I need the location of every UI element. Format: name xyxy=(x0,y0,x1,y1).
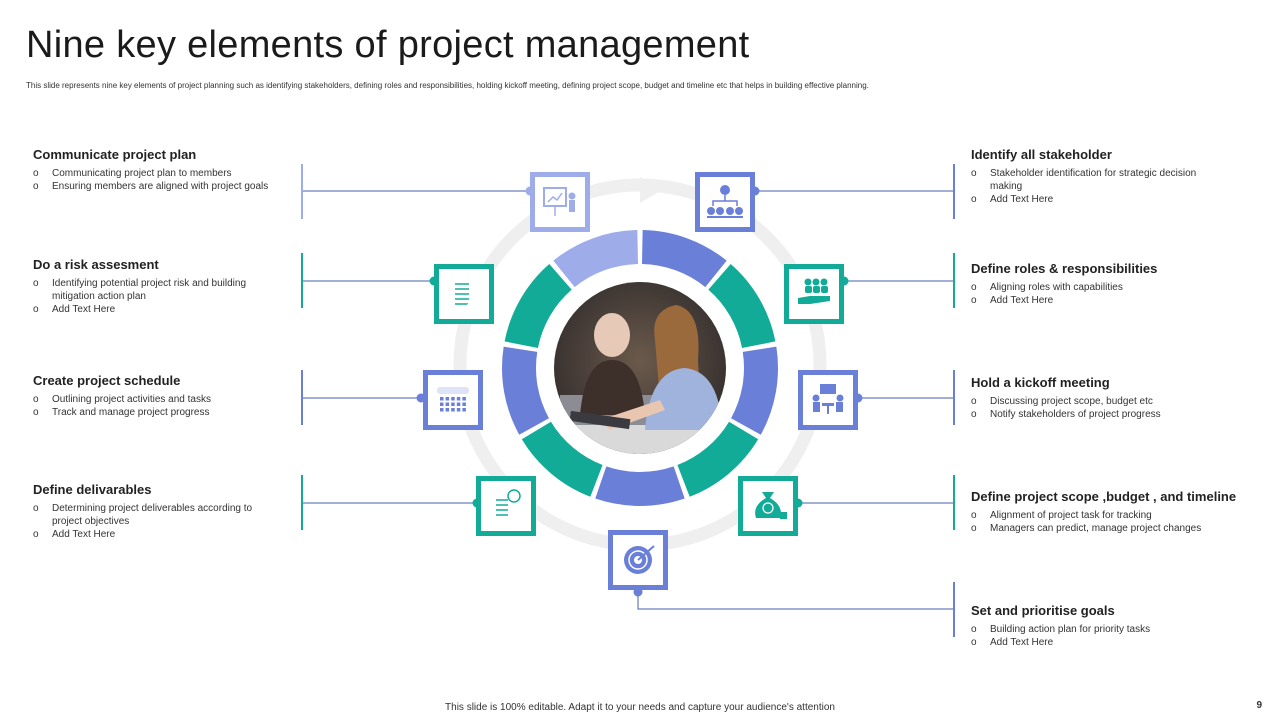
right-bar-4 xyxy=(953,475,955,530)
block-goals: Set and prioritise goals Building action… xyxy=(971,603,1251,649)
bullet: Alignment of project task for tracking xyxy=(971,509,1266,522)
donut-segments xyxy=(501,230,779,507)
left-bar-3 xyxy=(301,370,303,425)
bullet: Aligning roles with capabilities xyxy=(971,281,1251,294)
bullet: Add Text Here xyxy=(33,528,283,541)
right-bar-3 xyxy=(953,370,955,425)
slide-title: Nine key elements of project management xyxy=(26,24,750,66)
block-risk-assessment: Do a risk assesment Identifying potentia… xyxy=(33,257,268,316)
donut-segment xyxy=(504,264,572,348)
block-title: Identify all stakeholder xyxy=(971,147,1112,162)
left-bar-2 xyxy=(301,253,303,308)
block-title: Define roles & responsibilities xyxy=(971,261,1158,276)
block-stakeholder: Identify all stakeholder Stakeholder ide… xyxy=(971,147,1201,206)
left-bar-4 xyxy=(301,475,303,530)
block-project-schedule: Create project schedule Outlining projec… xyxy=(33,373,283,419)
block-title: Hold a kickoff meeting xyxy=(971,375,1110,390)
bullet: Managers can predict, manage project cha… xyxy=(971,522,1266,535)
donut-segment xyxy=(677,421,759,497)
certificate-icon xyxy=(476,476,536,536)
bullet: Add Text Here xyxy=(971,193,1201,206)
bullet: Add Text Here xyxy=(971,636,1251,649)
donut-segment xyxy=(595,466,685,507)
bullet: Notify stakeholders of project progress xyxy=(971,408,1251,421)
block-scope-budget: Define project scope ,budget , and timel… xyxy=(971,489,1266,535)
block-title: Do a risk assesment xyxy=(33,257,159,272)
donut-segment xyxy=(501,346,549,435)
donut-segment xyxy=(641,230,727,288)
bullet: Determining project deliverables accordi… xyxy=(33,502,283,528)
meeting-icon xyxy=(798,370,858,430)
donut-segment xyxy=(553,230,639,288)
footer-note: This slide is 100% editable. Adapt it to… xyxy=(445,702,835,713)
bullet: Track and manage project progress xyxy=(33,406,283,419)
target-icon xyxy=(608,530,668,590)
block-title: Communicate project plan xyxy=(33,147,197,162)
page-number: 9 xyxy=(1256,700,1262,711)
block-deliverables: Define delivarables Determining project … xyxy=(33,482,283,541)
right-bar-5 xyxy=(953,582,955,637)
bullet: Add Text Here xyxy=(971,294,1251,307)
team-photo xyxy=(554,282,726,454)
bullet: Discussing project scope, budget etc xyxy=(971,395,1251,408)
bullet: Stakeholder identification for strategic… xyxy=(971,167,1201,193)
block-title: Define delivarables xyxy=(33,482,152,497)
ring-arrow-icon xyxy=(640,177,662,203)
bullet: Identifying potential project risk and b… xyxy=(33,277,268,303)
presentation-icon xyxy=(530,172,590,232)
bullet: Communicating project plan to members xyxy=(33,167,298,180)
bullet: Building action plan for priority tasks xyxy=(971,623,1251,636)
icon-boxes xyxy=(423,172,858,590)
slide-subtitle: This slide represents nine key elements … xyxy=(26,81,869,90)
block-roles: Define roles & responsibilities Aligning… xyxy=(971,261,1251,307)
right-bar-2 xyxy=(953,253,955,308)
block-title: Create project schedule xyxy=(33,373,181,388)
block-title: Set and prioritise goals xyxy=(971,603,1115,618)
team-hand-icon xyxy=(784,264,844,324)
left-bar-1 xyxy=(301,164,303,219)
connector-lines xyxy=(303,190,953,610)
money-bag-icon xyxy=(738,476,798,536)
donut-segment xyxy=(731,346,779,435)
right-bar-1 xyxy=(953,164,955,219)
block-title: Define project scope ,budget , and timel… xyxy=(971,489,1237,504)
block-kickoff: Hold a kickoff meeting Discussing projec… xyxy=(971,375,1251,421)
donut-segment xyxy=(708,264,776,348)
calendar-icon xyxy=(423,370,483,430)
document-pen-icon xyxy=(434,264,494,324)
bullet: Add Text Here xyxy=(33,303,268,316)
bullet: Outlining project activities and tasks xyxy=(33,393,283,406)
bullet: Ensuring members are aligned with projec… xyxy=(33,180,298,193)
org-chart-icon xyxy=(695,172,755,232)
block-communicate-plan: Communicate project plan Communicating p… xyxy=(33,147,298,193)
donut-segment xyxy=(521,421,603,497)
